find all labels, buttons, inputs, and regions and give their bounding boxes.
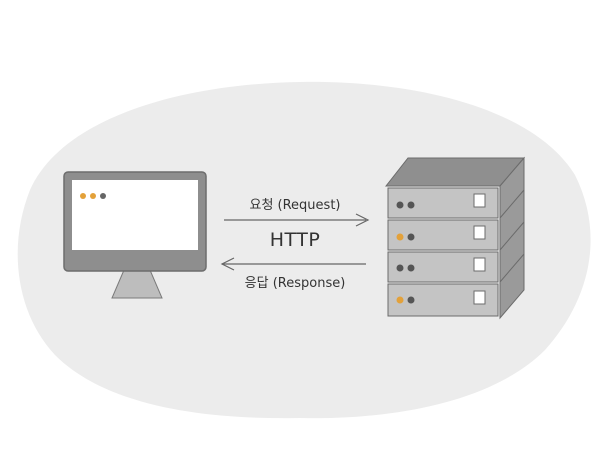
server-2-bay (473, 225, 486, 240)
window-dot-2 (90, 193, 96, 199)
server-3-light-a (396, 264, 404, 272)
window-dot-1 (80, 193, 86, 199)
server-3-light-b (407, 264, 415, 272)
server-rack-icon (384, 156, 526, 320)
server-4-bay (473, 290, 486, 305)
http-label: HTTP (269, 229, 321, 251)
server-1-light-a (396, 201, 404, 209)
monitor-screen (72, 180, 198, 250)
server-4-light-a (396, 296, 404, 304)
response-label: 응답 (Response) (244, 276, 346, 291)
server-2-light-b (407, 233, 415, 241)
request-arrow (224, 213, 370, 227)
client-computer-icon (63, 171, 207, 299)
server-2-light-a (396, 233, 404, 241)
server-1-bay (473, 193, 486, 208)
server-4-light-b (407, 296, 415, 304)
server-3-bay (473, 257, 486, 272)
response-arrow (220, 257, 366, 271)
server-1-light-b (407, 201, 415, 209)
window-dot-3 (100, 193, 106, 199)
monitor-bezel-bottom (72, 250, 198, 264)
server-side-face (499, 156, 525, 320)
request-label: 요청 (Request) (249, 198, 341, 213)
